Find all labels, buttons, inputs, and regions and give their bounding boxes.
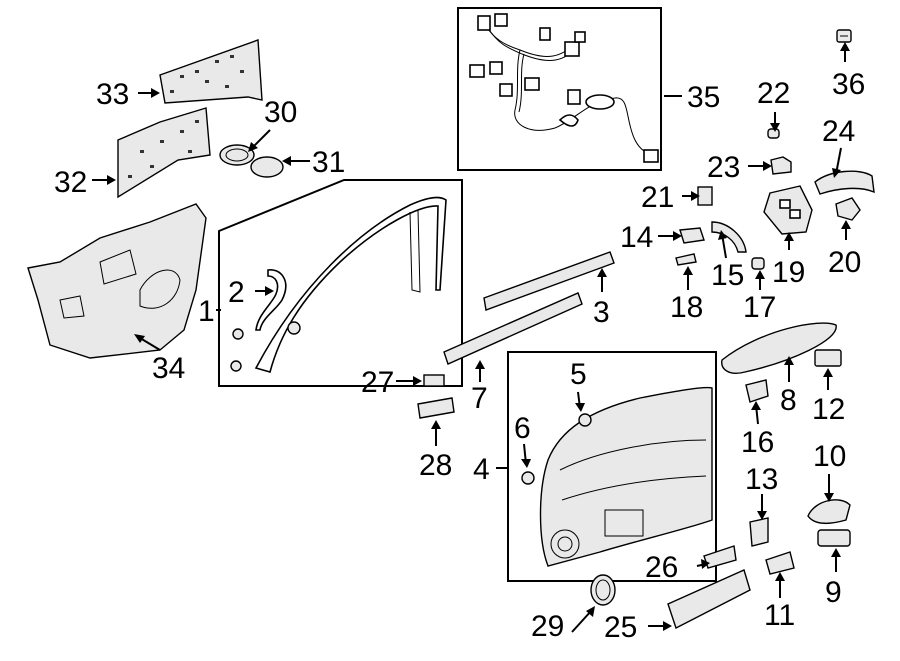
callout-20: 20: [828, 246, 861, 279]
speaker-grille-29: [590, 574, 616, 606]
callout-3: 3: [593, 296, 610, 329]
callout-6: 6: [514, 412, 531, 445]
armrest-8: [721, 322, 837, 374]
clip-36: [836, 29, 852, 43]
callout-27: 27: [361, 366, 394, 399]
bracket-14: [679, 227, 705, 244]
inner-handle-10: [807, 499, 851, 524]
callout-25: 25: [604, 611, 637, 644]
bracket-16: [745, 379, 769, 403]
callout-30: 30: [264, 96, 297, 129]
callout-23: 23: [707, 151, 740, 184]
callout-15: 15: [711, 259, 744, 292]
speaker-seal-30: [219, 144, 255, 166]
callout-9: 9: [825, 576, 842, 609]
bracket-13: [749, 517, 769, 547]
weatherstrip-7: [443, 292, 583, 365]
callout-29: 29: [531, 610, 564, 643]
bezel-9: [817, 529, 851, 547]
clip-11: [765, 551, 795, 575]
callout-36: 36: [832, 68, 865, 101]
switch-20: [835, 197, 861, 221]
bracket-28: [417, 397, 455, 419]
callout-22: 22: [757, 77, 790, 110]
callout-1: 1: [198, 295, 215, 328]
door-pocket-25: [667, 569, 751, 629]
clip-17: [751, 257, 765, 270]
sash-frame-1: [254, 196, 447, 373]
trim-15: [711, 221, 747, 253]
callout-13: 13: [745, 463, 778, 496]
callout-labels: 33 32 30 31 1 2 34 35 36 22 24 23 21 14 …: [54, 68, 865, 644]
insulation-32: [117, 107, 211, 199]
pocket-26: [703, 545, 737, 569]
speaker-cap-31: [250, 156, 284, 178]
regulator-2: [255, 269, 287, 331]
switch-panel-19: [763, 185, 813, 235]
callout-10: 10: [813, 440, 846, 473]
cap-18: [675, 253, 697, 266]
cap-22: [767, 128, 780, 139]
door-panel-4: [539, 386, 713, 567]
cover-23: [770, 156, 792, 175]
water-shield-34: [27, 203, 207, 359]
callout-18: 18: [670, 291, 703, 324]
callout-5: 5: [570, 358, 587, 391]
callout-7: 7: [471, 382, 488, 415]
callout-14: 14: [620, 221, 653, 254]
callout-28: 28: [419, 449, 452, 482]
callout-35: 35: [687, 81, 720, 114]
wire-harness: [469, 13, 659, 163]
callout-34: 34: [152, 352, 185, 385]
callout-26: 26: [645, 551, 678, 584]
callout-11: 11: [764, 599, 795, 632]
callout-19: 19: [772, 256, 805, 289]
switch-12: [814, 349, 842, 367]
callout-17: 17: [743, 291, 776, 324]
callout-24: 24: [822, 115, 855, 148]
callout-32: 32: [54, 166, 87, 199]
door-panel-box: [507, 351, 717, 582]
callout-2: 2: [228, 276, 245, 309]
callout-4: 4: [473, 453, 490, 486]
weatherstrip-3: [483, 251, 615, 311]
callout-8: 8: [780, 384, 797, 417]
pad-27: [423, 374, 445, 387]
callout-16: 16: [741, 426, 774, 459]
bracket-21: [697, 186, 713, 206]
leader-lines: [92, 42, 851, 633]
grab-handle-24: [814, 170, 875, 195]
callout-31: 31: [312, 146, 345, 179]
wire-harness-box: [457, 7, 662, 171]
callout-21: 21: [641, 181, 674, 214]
door-frame-box: [218, 179, 463, 387]
insulation-33: [159, 39, 263, 104]
callout-12: 12: [812, 393, 845, 426]
callout-33: 33: [96, 78, 129, 111]
